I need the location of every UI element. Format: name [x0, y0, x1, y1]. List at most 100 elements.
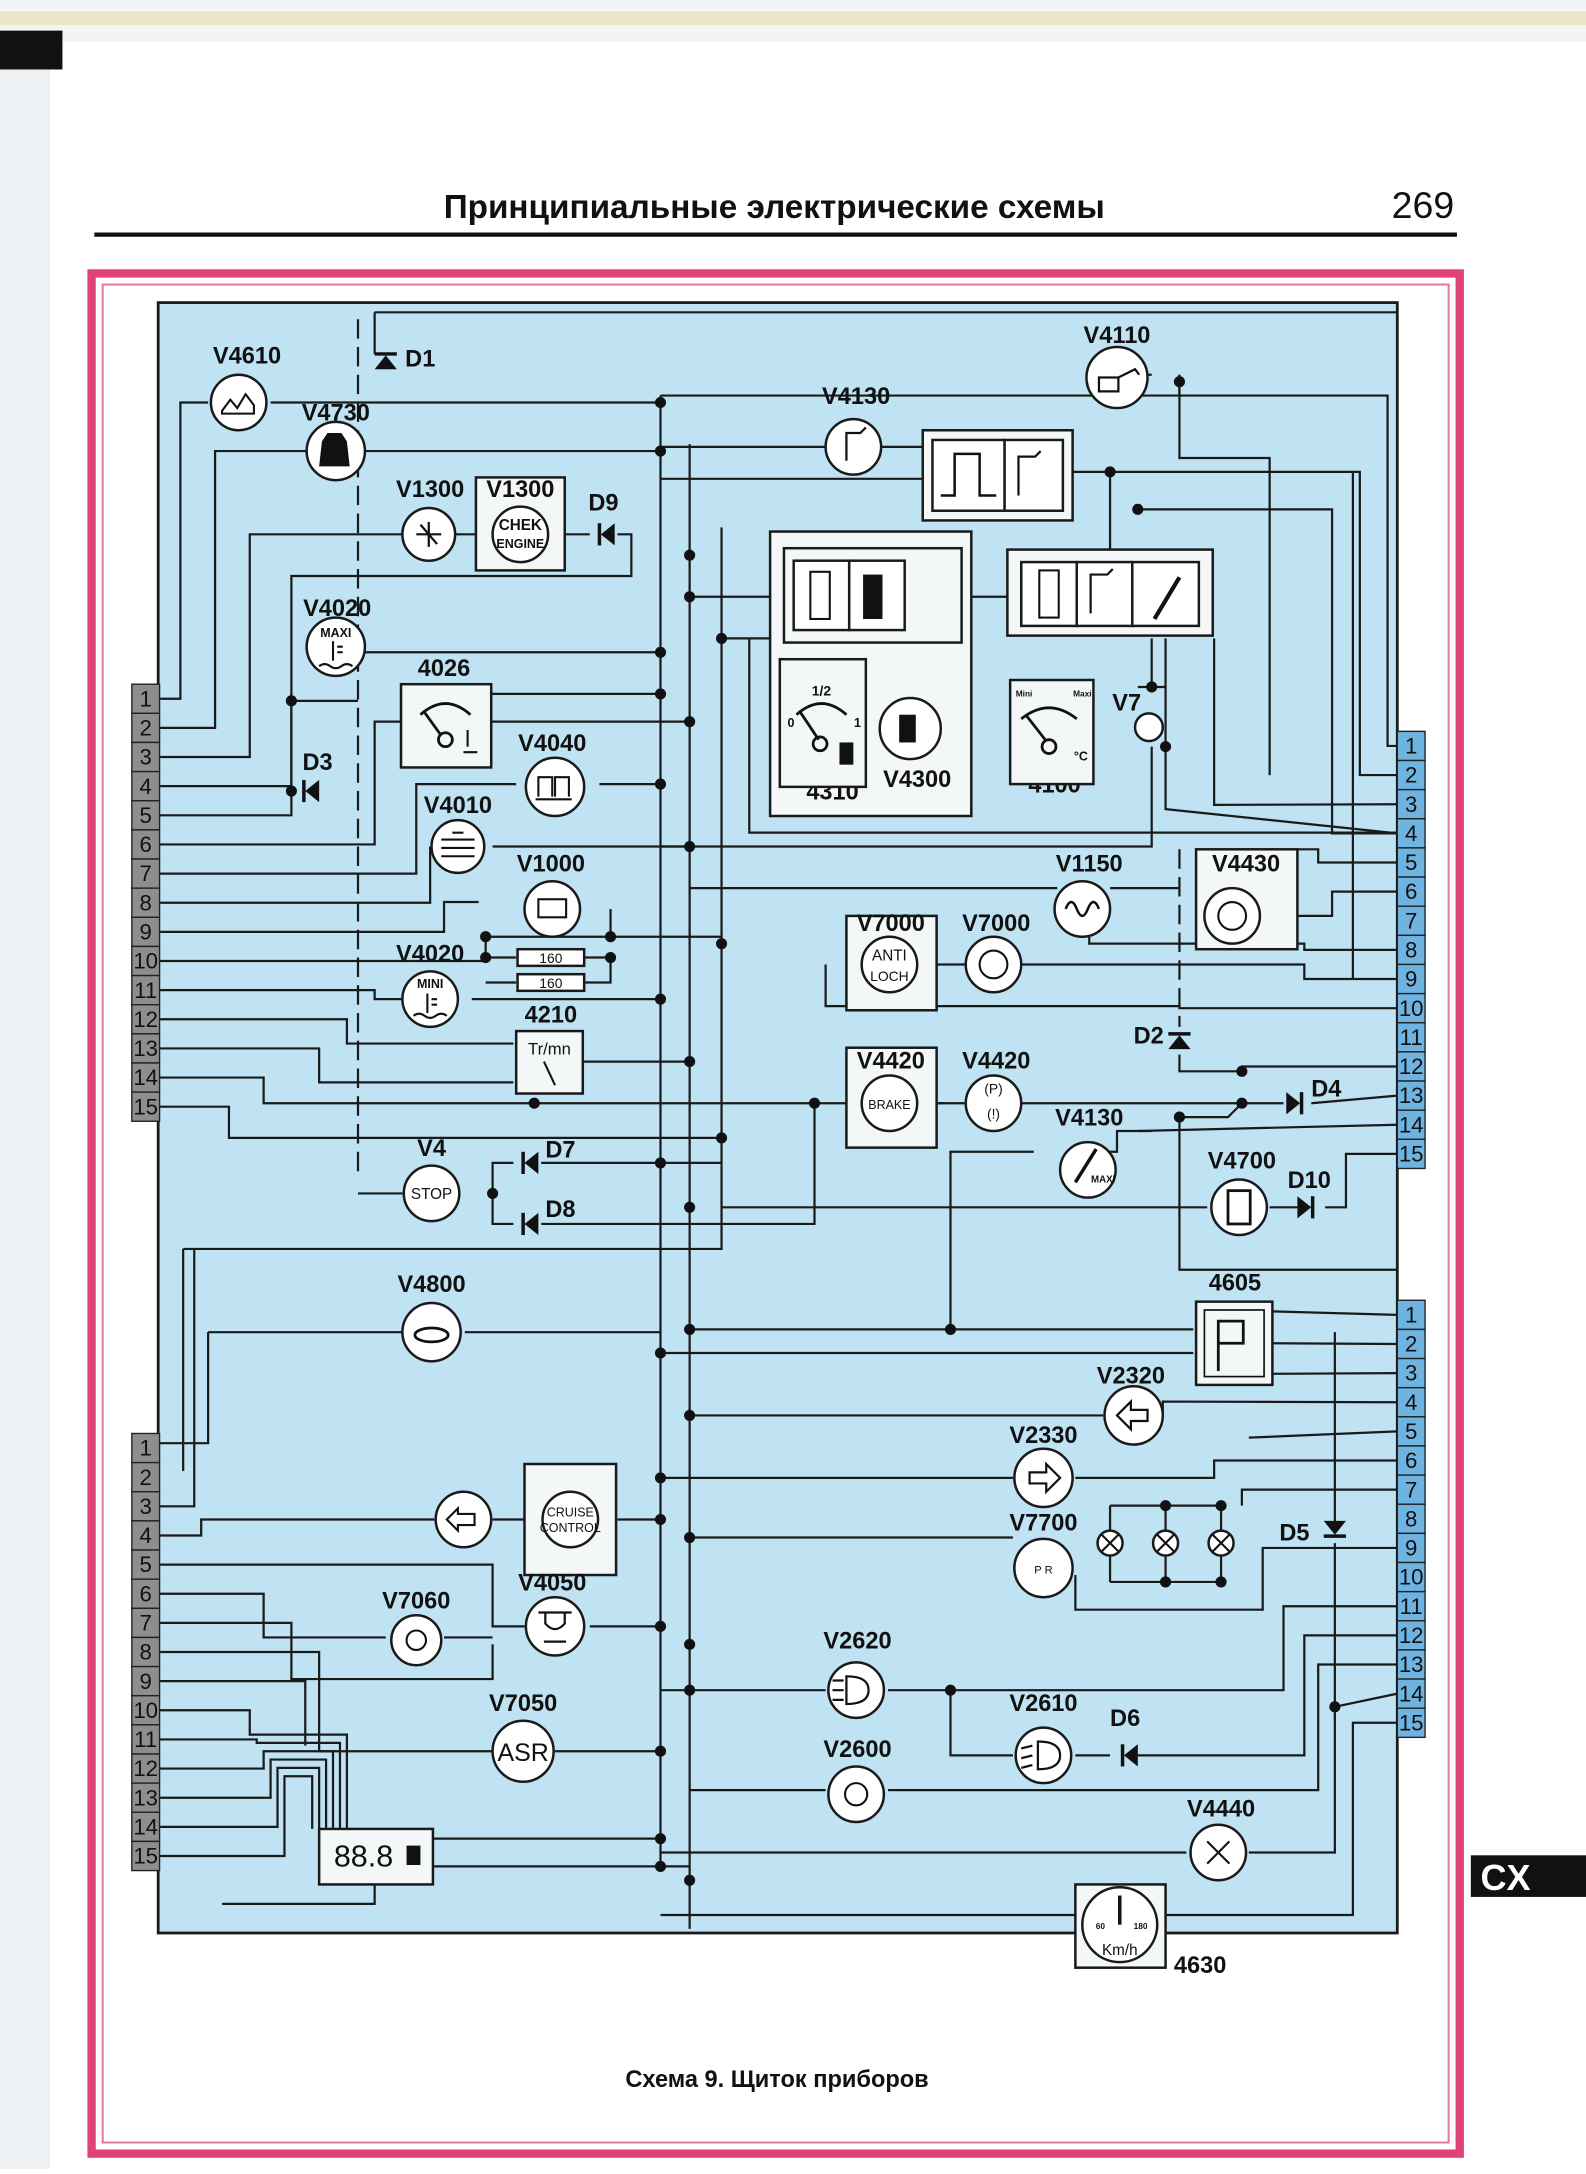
connector-pin-number: 14	[1399, 1112, 1424, 1137]
connector-pin-number: 1	[1405, 1302, 1417, 1327]
brake-pad-icon	[524, 1595, 586, 1657]
wire	[159, 1709, 349, 1829]
component-label: V1300	[486, 476, 554, 502]
component-label: V4610	[213, 343, 281, 369]
D1-diode-icon	[374, 355, 397, 370]
cruise-control-lamp	[541, 1490, 600, 1549]
D4-diode-icon	[1286, 1092, 1301, 1115]
speedometer-180: 180	[1134, 1921, 1148, 1931]
junction-dot	[487, 1187, 499, 1199]
temp-gauge-arc	[1020, 706, 1078, 720]
turn-right-glyph	[1028, 1461, 1062, 1495]
asr-text: ASR	[497, 1739, 548, 1767]
connector-pin	[131, 1840, 161, 1872]
circle	[401, 970, 460, 1029]
connector-pin-number: 12	[133, 1007, 158, 1032]
connector-pin	[1396, 992, 1426, 1024]
turn-left-glyph	[1115, 1398, 1149, 1432]
wire	[1137, 1634, 1398, 1757]
component-label: V2600	[823, 1736, 891, 1762]
wire	[582, 957, 612, 984]
connector-pin	[1396, 1386, 1426, 1418]
component-label: V7	[1112, 690, 1141, 716]
wire	[1240, 1488, 1398, 1506]
maxi-text: MAXI	[320, 626, 351, 640]
temp-gauge-needle	[1025, 715, 1048, 742]
wire	[1178, 374, 1271, 776]
connector-pin-number: 2	[1405, 763, 1417, 788]
connector-pin-number: 15	[133, 1844, 158, 1869]
wire	[1165, 1721, 1398, 1917]
wire	[660, 746, 1153, 848]
connector-pin	[131, 829, 161, 860]
washer-fluid-icon-glyph	[220, 392, 255, 415]
parking-p-glyph	[1216, 1319, 1245, 1372]
junction-dot	[684, 840, 696, 853]
wire	[159, 401, 209, 700]
speedometer-60: 60	[1096, 1921, 1106, 1931]
temp-therm-cell	[1131, 560, 1201, 628]
junction-dot	[684, 1874, 696, 1886]
wire	[159, 1650, 493, 1753]
suspension-glyph	[405, 1629, 428, 1651]
wire	[1137, 1123, 1398, 1133]
connector-pin	[1396, 1474, 1426, 1505]
component-label: V4700	[1208, 1147, 1276, 1173]
wire	[159, 1105, 722, 1140]
connector-pin-number: 8	[140, 890, 152, 915]
coolant-water-icon	[430, 818, 486, 875]
check-engine-text-1: CHEK	[499, 517, 542, 534]
connector-pin-number: 7	[1405, 1477, 1417, 1502]
component-label: V2610	[1009, 1690, 1077, 1716]
wire	[159, 1680, 307, 1746]
component-label: V4130	[822, 383, 890, 409]
junction-dot	[654, 778, 667, 790]
component-label: V7000	[962, 910, 1030, 936]
connector-pin-number: 5	[140, 1552, 152, 1577]
connector-pin-number: 1	[1405, 734, 1417, 759]
junction-dot	[654, 396, 667, 409]
connector-pin	[1396, 1416, 1426, 1447]
connector-pin-number: 4	[1405, 821, 1417, 846]
connector-pin	[1396, 1080, 1426, 1111]
diode-label-D5: D5	[1279, 1519, 1309, 1545]
wire	[748, 638, 1398, 834]
connector-pin	[131, 1062, 161, 1093]
wire	[1248, 1706, 1336, 1854]
wires	[159, 311, 1398, 1929]
wire	[1311, 1094, 1398, 1105]
junction-dot	[1132, 503, 1144, 515]
connector-pin-number: 14	[133, 1065, 158, 1090]
connector-pin-number: 1	[140, 686, 152, 711]
junction-dot	[1173, 1111, 1185, 1123]
component-label: V4010	[424, 792, 492, 818]
gear-selector-text: P R	[1034, 1565, 1052, 1577]
fuel-gauge-pivot	[811, 735, 829, 753]
connector-pin	[1396, 1620, 1426, 1651]
junction-dot	[1329, 1701, 1341, 1713]
wire	[159, 1018, 514, 1045]
connector-pin-number: 13	[1399, 1083, 1424, 1108]
wire	[159, 1332, 210, 1445]
component-label: V4020	[396, 941, 464, 967]
fuel-icon	[406, 1845, 421, 1866]
junction-dot	[684, 1684, 696, 1696]
junction-dot	[654, 445, 667, 457]
brake-wear-icon	[1203, 886, 1262, 945]
wire	[1297, 848, 1398, 864]
connector-pin-number: 7	[140, 861, 152, 886]
wire	[541, 1103, 816, 1226]
connector-pin-number: 5	[140, 803, 152, 828]
wire	[159, 1750, 335, 1829]
diode-label-D4: D4	[1311, 1075, 1341, 1101]
D6-diode-icon	[1123, 1744, 1138, 1767]
connector-pin	[1396, 1503, 1426, 1535]
oil-level-glyph	[845, 426, 867, 461]
turn-right-icon	[1013, 1447, 1074, 1509]
junction-dot	[528, 1097, 540, 1109]
junction-dot	[480, 931, 492, 943]
turn-left-icon	[1103, 1385, 1165, 1446]
preheat-icon-glyph	[416, 521, 442, 547]
